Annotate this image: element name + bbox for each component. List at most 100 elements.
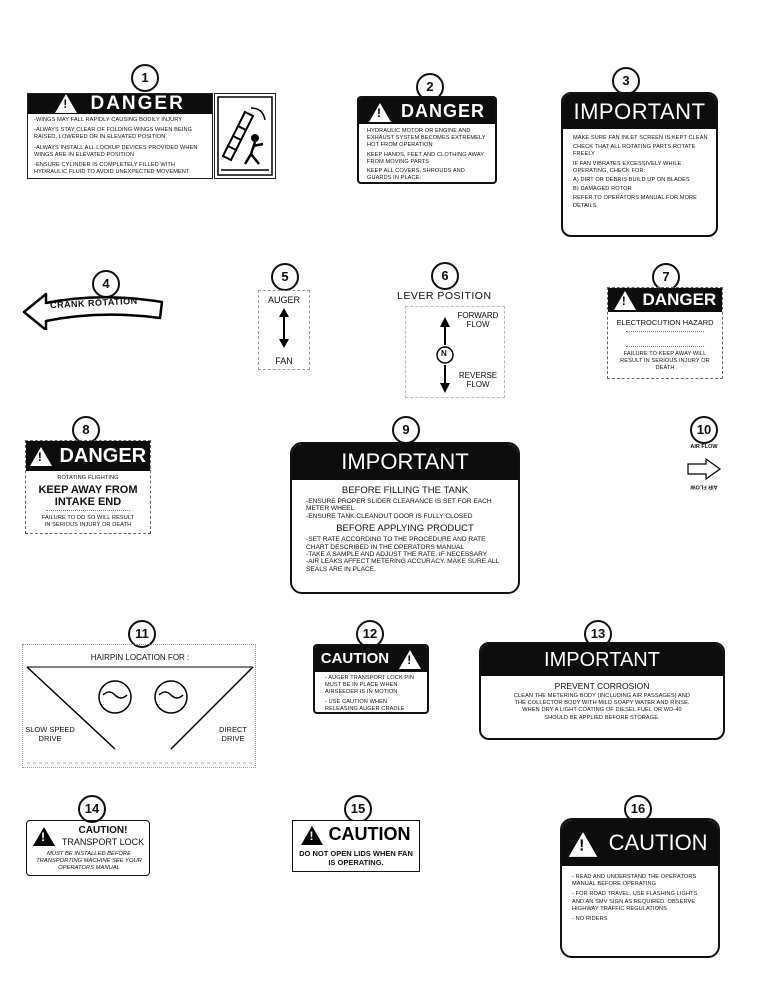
decal-14-body: MUST BE INSTALLED BEFORE TRANSPORTING MA… bbox=[36, 851, 142, 871]
decal-3-line: A) DIRT OR DEBRIS BUILD UP ON BLADES bbox=[573, 177, 690, 184]
decal-15-title: CAUTION bbox=[328, 824, 411, 844]
decal-1-header: DANGER bbox=[28, 94, 212, 114]
decal-8-main-2: INTAKE END bbox=[54, 496, 122, 509]
decal-7-title: DANGER bbox=[642, 290, 717, 309]
decal-9: IMPORTANT BEFORE FILLING THE TANK -ENSUR… bbox=[290, 442, 520, 594]
decal-9-line: -TAKE A SAMPLE AND ADJUST THE RATE, IF N… bbox=[306, 551, 488, 559]
crank-rotation-arrow-icon bbox=[22, 292, 164, 330]
warning-icon bbox=[301, 825, 324, 845]
callout-6: 6 bbox=[431, 262, 459, 290]
decal-2-line: KEEP HANDS, FEET AND CLOTHING AWAY FROM … bbox=[367, 151, 484, 165]
decal-16-header: CAUTION bbox=[562, 820, 718, 866]
decal-6-title: LEVER POSITION bbox=[397, 290, 492, 302]
decal-14: CAUTION! TRANSPORT LOCK MUST BE INSTALLE… bbox=[26, 820, 150, 876]
decal-8-title: DANGER bbox=[59, 445, 147, 467]
decal-9-line: -AIR LEAKS AFFECT METERING ACCURACY. MAK… bbox=[306, 558, 499, 573]
decal-12-header: CAUTION bbox=[315, 646, 427, 672]
decal-1-title: DANGER bbox=[90, 93, 185, 114]
decal-1-line: -ENSURE CYLINDER IS COMPLETELY FILLED WI… bbox=[34, 162, 190, 176]
decal-14-title: CAUTION! bbox=[78, 825, 128, 836]
decal-16-line: - NO RIDERS bbox=[572, 916, 608, 923]
warning-icon bbox=[55, 94, 78, 114]
warning-icon bbox=[368, 102, 391, 122]
decal-6-forward: FORWARD FLOW bbox=[457, 311, 499, 329]
warning-icon bbox=[33, 827, 55, 846]
callout-9: 9 bbox=[392, 416, 420, 444]
decal-2-title: DANGER bbox=[401, 101, 486, 121]
decal-8-fine-print bbox=[46, 510, 130, 515]
decal-8-header: DANGER bbox=[26, 441, 150, 471]
decal-10-top-label: AIR FLOW bbox=[690, 444, 718, 450]
decal-7-header: DANGER bbox=[608, 288, 722, 312]
callout-14: 14 bbox=[78, 795, 106, 823]
decal-9-title: IMPORTANT bbox=[292, 444, 518, 480]
decal-3-title: IMPORTANT bbox=[563, 94, 716, 129]
decal-2-line: HYDRAULIC MOTOR OR ENGINE AND EXHAUST SY… bbox=[367, 128, 486, 149]
decal-11-right-label: DIRECT DRIVE bbox=[219, 725, 247, 743]
lever-direction-icon bbox=[436, 317, 454, 393]
decal-6: N FORWARD FLOW REVERSE FLOW bbox=[405, 306, 505, 398]
decal-5-bottom-label: FAN bbox=[275, 356, 293, 366]
warning-icon bbox=[569, 831, 598, 857]
decal-9-line: -ENSURE PROPER SLIDER CLEARANCE IS SET F… bbox=[306, 498, 492, 513]
decal-12-line: - AUGER TRANSPORT LOCK PIN MUST BE IN PL… bbox=[325, 675, 415, 696]
warning-icon bbox=[29, 447, 52, 467]
decal-6-reverse: REVERSE FLOW bbox=[458, 371, 498, 389]
decal-1-line: -ALWAYS STAY CLEAR OF FOLDING WINGS WHEN… bbox=[34, 127, 193, 141]
decal-8-pre: ROTATING FLIGHTING bbox=[57, 475, 119, 481]
decal-15: CAUTION DO NOT OPEN LIDS WHEN FAN IS OPE… bbox=[292, 820, 420, 872]
decal-6-neutral: N bbox=[441, 349, 447, 358]
hairpin-diagram-icon bbox=[26, 666, 254, 764]
callout-11: 11 bbox=[128, 620, 156, 648]
double-arrow-icon bbox=[279, 308, 289, 348]
decal-16-title: CAUTION bbox=[608, 830, 708, 855]
callout-10: 10 bbox=[690, 416, 718, 444]
decal-13-subtitle: PREVENT CORROSION bbox=[554, 681, 650, 691]
decal-16-line: - READ AND UNDERSTAND THE OPERATORS MANU… bbox=[572, 874, 697, 888]
decal-15-body: DO NOT OPEN LIDS WHEN FAN IS OPERATING. bbox=[299, 849, 413, 867]
decal-16: CAUTION - READ AND UNDERSTAND THE OPERAT… bbox=[560, 818, 720, 958]
decal-12: CAUTION - AUGER TRANSPORT LOCK PIN MUST … bbox=[313, 644, 429, 714]
decal-11-left-label: SLOW SPEED DRIVE bbox=[25, 725, 75, 743]
decal-9-line: -SET RATE ACCORDING TO THE PROCEDURE AND… bbox=[306, 536, 486, 551]
decal-2-line: KEEP ALL COVERS, SHROUDS AND GUARDS IN P… bbox=[367, 168, 465, 182]
decal-3-line: B) DAMAGED ROTOR bbox=[573, 186, 632, 193]
decal-12-title: CAUTION bbox=[320, 650, 390, 667]
decal-16-line: - FOR ROAD TRAVEL, USE FLASHING LIGHTS A… bbox=[572, 891, 698, 912]
decal-3: IMPORTANT MAKE SURE FAN INLET SCREEN IS … bbox=[561, 92, 718, 237]
decal-10-bottom-label: AIR FLOW bbox=[690, 483, 718, 490]
decal-15-header: CAUTION bbox=[293, 821, 419, 847]
decal-13: IMPORTANT PREVENT CORROSION CLEAN THE ME… bbox=[479, 642, 725, 740]
callout-3: 3 bbox=[612, 67, 640, 95]
decal-3-line: CHECK THAT ALL ROTATING PARTS ROTATE FRE… bbox=[573, 144, 696, 158]
decal-2: DANGER HYDRAULIC MOTOR OR ENGINE AND EXH… bbox=[357, 96, 497, 184]
air-flow-arrow-icon bbox=[687, 458, 722, 480]
decal-9-section-2: BEFORE APPLYING PRODUCT bbox=[336, 523, 474, 535]
decal-2-header: DANGER bbox=[359, 98, 495, 124]
decal-8-footer: FAILURE TO DO SO WILL RESULT IN SERIOUS … bbox=[41, 515, 135, 529]
callout-4: 4 bbox=[92, 270, 120, 298]
warning-icon bbox=[613, 291, 636, 311]
callout-5: 5 bbox=[271, 263, 299, 291]
decal-11: HAIRPIN LOCATION FOR : SLOW SPEED DRIVE … bbox=[22, 644, 256, 768]
callout-1: 1 bbox=[131, 64, 159, 92]
decal-7-footer: FAILURE TO KEEP AWAY WILL RESULT IN SERI… bbox=[620, 351, 710, 372]
callout-15: 15 bbox=[344, 795, 372, 823]
decal-1-line: -WINGS MAY FALL RAPIDLY CAUSING BODILY I… bbox=[34, 117, 183, 123]
decal-5-top-label: AUGER bbox=[267, 295, 300, 305]
decal-7-subtitle: ELECTROCUTION HAZARD bbox=[616, 318, 714, 327]
decal-5: AUGER FAN bbox=[258, 290, 310, 370]
decal-3-line: IF FAN VIBRATES EXCESSIVELY WHILE OPERAT… bbox=[573, 160, 682, 174]
callout-12: 12 bbox=[356, 620, 384, 648]
decal-8: DANGER ROTATING FLIGHTING KEEP AWAY FROM… bbox=[25, 440, 151, 534]
decal-3-line: MAKE SURE FAN INLET SCREEN IS KEPT CLEAN bbox=[573, 135, 708, 141]
decal-13-body: CLEAN THE METERING BODY (INCLUDING AIR P… bbox=[513, 693, 691, 721]
decal-7-fine-print bbox=[626, 331, 704, 347]
decal-8-main-1: KEEP AWAY FROM bbox=[38, 484, 138, 497]
falling-wing-icon bbox=[217, 96, 273, 176]
decal-1-pictogram bbox=[214, 93, 276, 179]
decal-3-line: REFER TO OPERATORS MANUAL FOR MORE DETAI… bbox=[573, 195, 697, 209]
decal-11-title: HAIRPIN LOCATION FOR : bbox=[90, 653, 190, 662]
decal-9-section-1: BEFORE FILLING THE TANK bbox=[341, 485, 469, 496]
decal-13-title: IMPORTANT bbox=[481, 644, 723, 676]
